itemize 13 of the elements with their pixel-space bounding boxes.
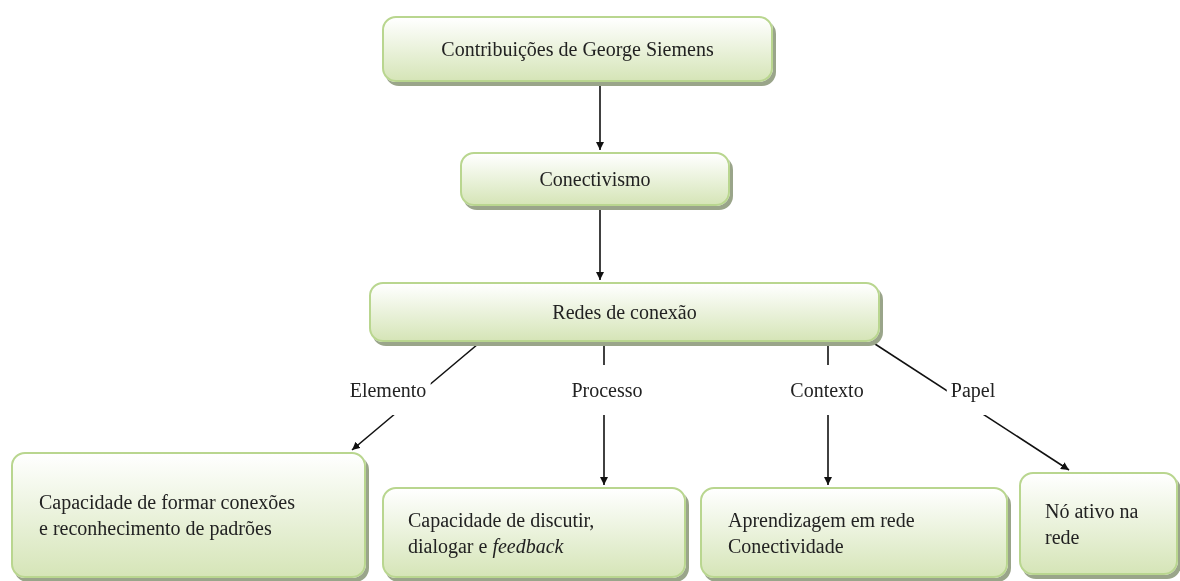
rounded-box: [382, 487, 686, 578]
arrow: [596, 207, 604, 281]
box-text: Conectividade: [728, 533, 844, 559]
box-text: Aprendizagem em rede: [728, 507, 915, 533]
box-text: Redes de conexão: [552, 300, 697, 325]
box-text: Capacidade de formar conexões e reconhecimento de padrões: [39, 490, 296, 541]
box-text: Capacidade de discutir, dialogar e feedback: [408, 507, 596, 559]
rounded-box: [11, 452, 366, 578]
box-text: Contribuições de George Siemens: [441, 37, 714, 62]
rounded-box: [700, 487, 1008, 578]
box-text: Conectivismo: [539, 167, 651, 192]
arrow: [596, 83, 604, 151]
box-text: Nó ativo na rede: [1045, 498, 1140, 550]
